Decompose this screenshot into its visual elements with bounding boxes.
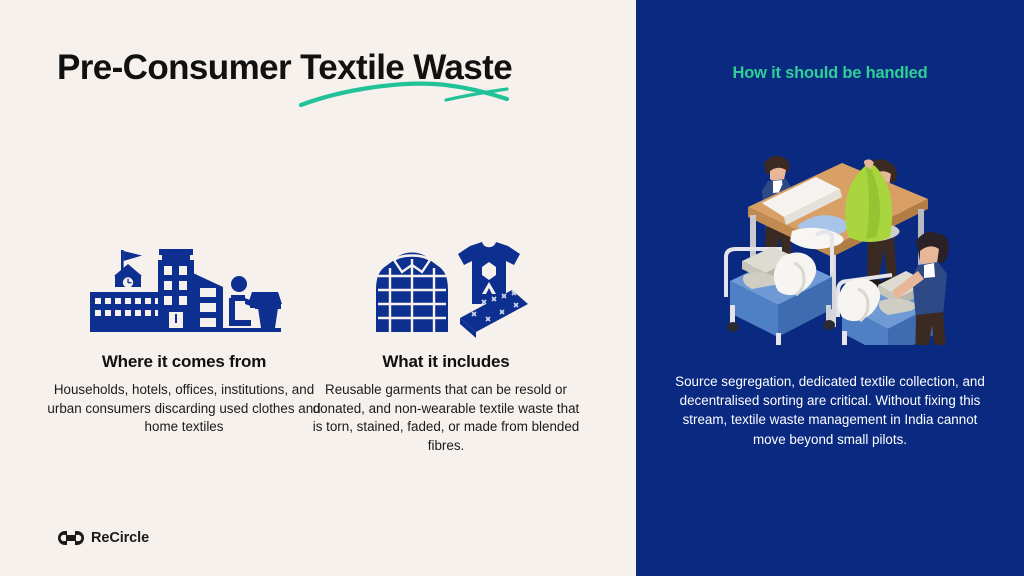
left-panel: Pre-Consumer Textile Waste <box>38 48 592 546</box>
isometric-textile-sorting-workers-icon <box>724 155 949 345</box>
column-body: Reusable garments that can be resold or … <box>312 382 580 453</box>
buildings-and-office-worker-icon <box>89 249 282 332</box>
column-body: Households, hotels, offices, institution… <box>47 382 321 435</box>
column-where-it-comes-from: Where it comes from Households, hotels, … <box>38 225 330 437</box>
infinity-loop-icon <box>58 530 84 545</box>
column-heading: What it includes <box>382 352 510 371</box>
right-panel-body: Source segregation, dedicated textile co… <box>675 374 985 447</box>
logo[interactable]: ReCircle <box>58 530 149 546</box>
column-heading: Where it comes from <box>101 352 267 371</box>
page-title: Pre-Consumer Textile Waste <box>57 48 513 87</box>
icon-wrapper <box>38 225 330 340</box>
icon-wrapper <box>300 225 592 340</box>
column-what-it-includes: What it includes Reusable garments that … <box>300 225 592 455</box>
logo-text: ReCircle <box>91 530 150 546</box>
right-panel: How it should be handled <box>636 0 1024 576</box>
right-panel-heading: How it should be handled <box>732 64 928 82</box>
garments-jacket-tshirt-folded-textile-icon <box>375 241 528 338</box>
